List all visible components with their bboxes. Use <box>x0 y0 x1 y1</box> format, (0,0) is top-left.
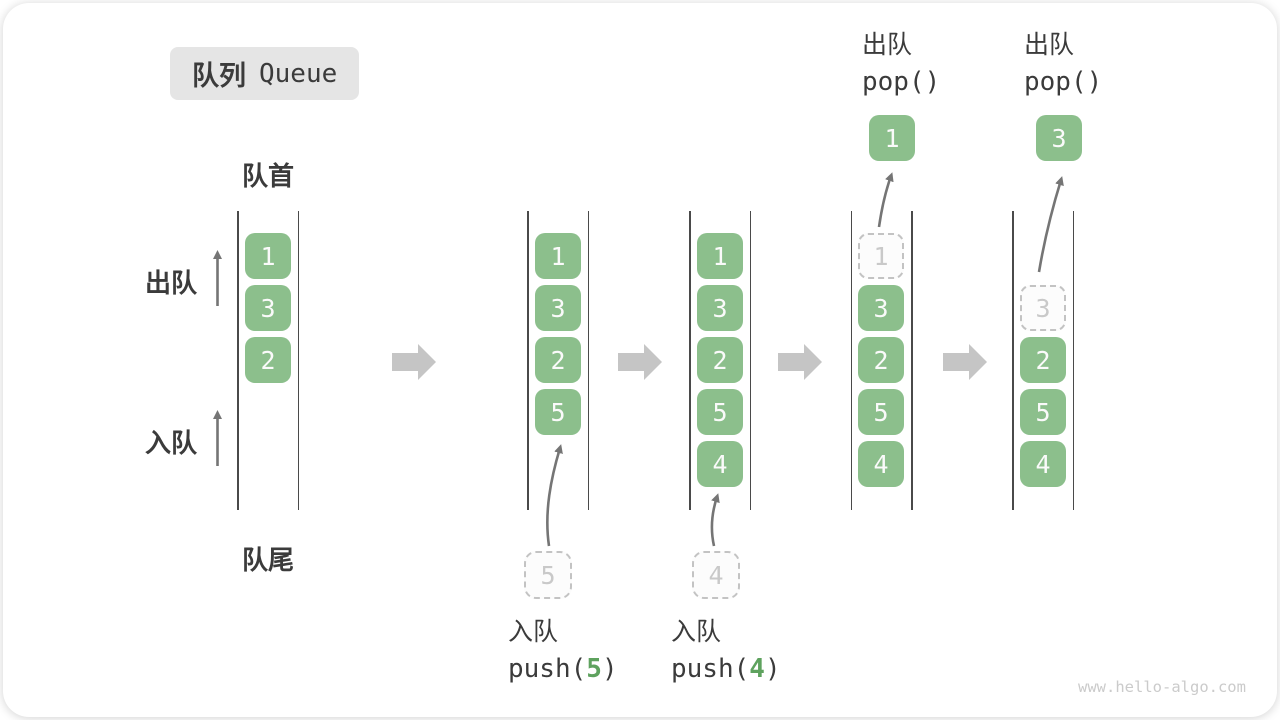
channel-right-line <box>297 211 300 510</box>
queue-cell: 5 <box>858 389 904 435</box>
channel-left-line <box>1012 211 1014 510</box>
channel-right-line <box>749 211 752 510</box>
enqueue-caption-zh: 入队 <box>671 618 722 646</box>
enqueue-caption-code: push(4) <box>671 654 781 684</box>
queue-cell: 4 <box>1020 441 1066 487</box>
step-arrow-icon <box>943 344 987 380</box>
enqueue-caption: 入队 push(4) <box>671 617 781 684</box>
step-arrow-icon <box>392 344 436 380</box>
queue-cell: 5 <box>535 389 581 435</box>
channel-left-line <box>237 211 239 510</box>
enqueue-caption-code: push(5) <box>508 654 618 684</box>
pop-caption-zh: 出队 <box>1024 31 1075 59</box>
queue-cell: 1 <box>535 233 581 279</box>
channel-left-line <box>527 211 529 510</box>
channel-right-line <box>1072 211 1075 510</box>
pop-caption-code: pop() <box>862 67 941 97</box>
pop-arrow-icon <box>1037 176 1064 273</box>
popped-cell: 1 <box>869 115 915 161</box>
channel-left-line <box>689 211 691 510</box>
pop-caption: 出队 pop() <box>1024 30 1102 97</box>
queue-cell: 2 <box>1020 337 1066 383</box>
pop-caption-zh: 出队 <box>862 31 913 59</box>
queue-cell: 2 <box>245 337 291 383</box>
queue-cell: 2 <box>697 337 743 383</box>
queue-cell: 3 <box>245 285 291 331</box>
queue-cell: 3 <box>535 285 581 331</box>
push-arrow-icon <box>546 444 563 547</box>
rear-label: 队尾 <box>241 545 294 575</box>
incoming-cell: 4 <box>692 551 740 599</box>
queue-cell: 3 <box>858 285 904 331</box>
pop-caption-code: pop() <box>1024 67 1103 97</box>
dequeue-side-label: 出队 <box>145 268 198 298</box>
enqueue-caption: 入队 push(5) <box>508 617 618 684</box>
step-arrow-icon <box>618 344 662 380</box>
queue-cell: 4 <box>697 441 743 487</box>
queue-cell: 5 <box>697 389 743 435</box>
watermark: www.hello-algo.com <box>1078 678 1246 696</box>
title-box: 队列 Queue <box>170 47 360 100</box>
queue-cell: 1 <box>697 233 743 279</box>
enqueue-side-label: 入队 <box>145 428 198 458</box>
title-zh: 队列 <box>192 61 246 91</box>
enqueue-arg: 4 <box>749 654 765 684</box>
channel-right-line <box>911 211 913 510</box>
pop-caption: 出队 pop() <box>862 30 940 97</box>
queue-cell: 2 <box>858 337 904 383</box>
pop-arrow-icon <box>877 172 894 228</box>
channel-right-line <box>587 211 590 510</box>
step-arrow-icon <box>778 344 822 380</box>
enqueue-caption-zh: 入队 <box>508 618 559 646</box>
title-en: Queue <box>259 58 338 89</box>
enqueue-arg: 5 <box>586 654 602 684</box>
queue-cell: 5 <box>1020 389 1066 435</box>
queue-cell: 1 <box>245 233 291 279</box>
removed-cell-placeholder: 3 <box>1020 285 1066 331</box>
removed-cell-placeholder: 1 <box>858 233 904 279</box>
queue-cell: 2 <box>535 337 581 383</box>
queue-cell: 4 <box>858 441 904 487</box>
queue-cell: 3 <box>697 285 743 331</box>
front-label: 队首 <box>241 161 294 191</box>
channel-left-line <box>850 211 853 510</box>
push-arrow-icon <box>710 493 720 547</box>
popped-cell: 3 <box>1036 115 1082 161</box>
incoming-cell: 5 <box>524 551 572 599</box>
